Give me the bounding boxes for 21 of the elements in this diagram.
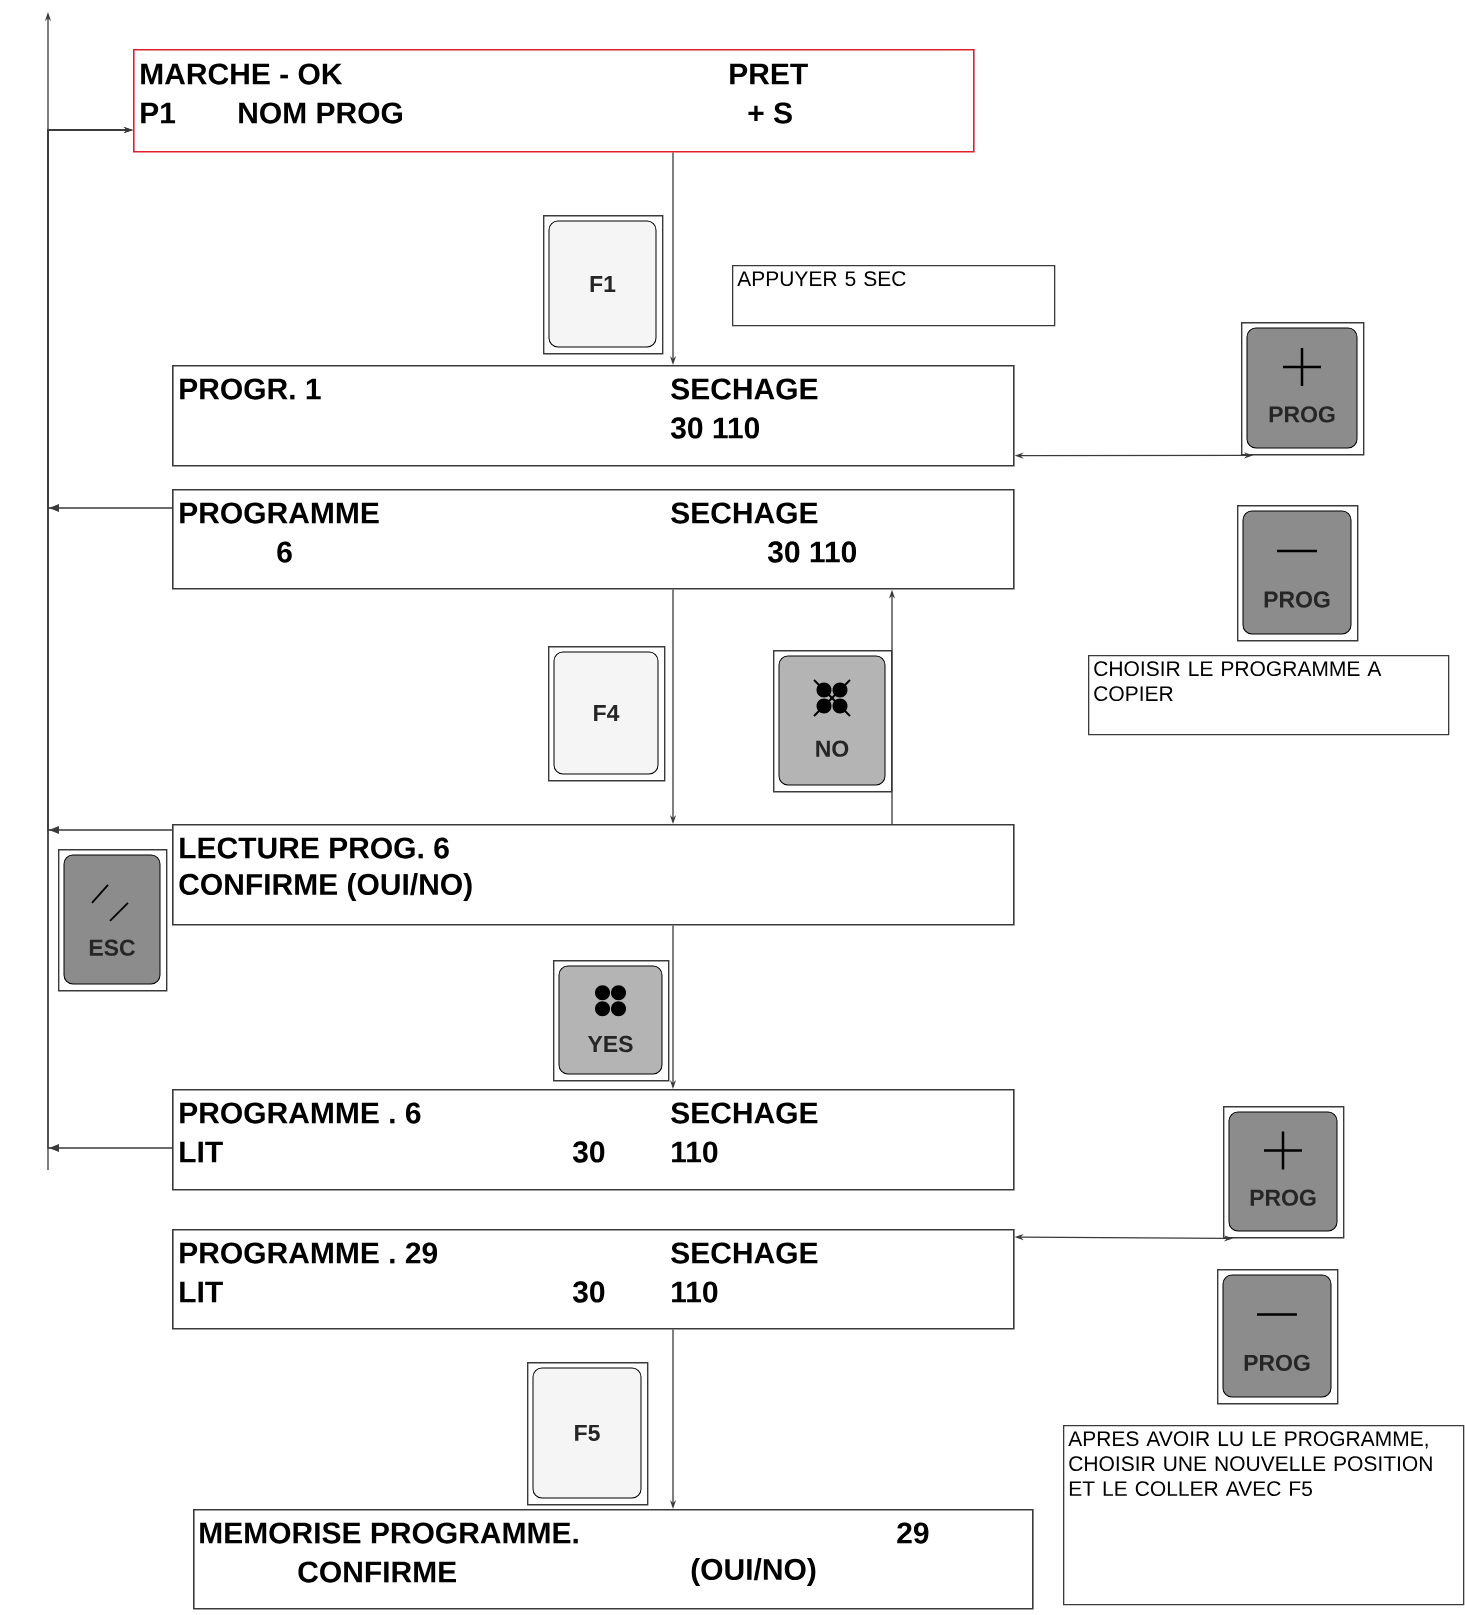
key-button: F5	[527, 1362, 649, 1506]
key-button: ESC	[58, 849, 168, 992]
key-button: F1	[543, 215, 664, 355]
key-button: PROG	[1237, 505, 1359, 642]
note-box: APRES AVOIR LU LE PROGRAMME, CHOISIR UNE NOUVELLE POSITION ET LE COLLER AVEC F5	[1063, 1425, 1465, 1606]
key-button: F4	[548, 646, 666, 782]
display-box: PROGR. 1 SECHAGE 30 110	[172, 365, 1015, 467]
display-box: MEMORISE PROGRAMME. 29 CONFIRME (OUI/NO)	[193, 1509, 1034, 1610]
key-button: PROG	[1241, 322, 1365, 456]
key-button: PROG	[1223, 1106, 1345, 1239]
display-box: PROGRAMME . 6 SECHAGE LIT 30 110	[172, 1089, 1015, 1191]
note-box: APPUYER 5 SEC	[732, 265, 1056, 327]
key-button: PROG	[1217, 1269, 1339, 1405]
display-box: PROGRAMME SECHAGE 6 30 110	[172, 489, 1015, 590]
arrow	[47, 126, 173, 1152]
display-box: MARCHE - OK PRET P1 NOM PROG + S	[133, 49, 975, 153]
display-box: PROGRAMME . 29 SECHAGE LIT 30 110	[172, 1229, 1015, 1330]
note-box: CHOISIR LE PROGRAMME A COPIER	[1088, 655, 1450, 736]
display-box: LECTURE PROG. 6 CONFIRME (OUI/NO)	[172, 824, 1015, 926]
key-button: NO	[773, 650, 893, 793]
key-button: YES	[553, 960, 670, 1082]
